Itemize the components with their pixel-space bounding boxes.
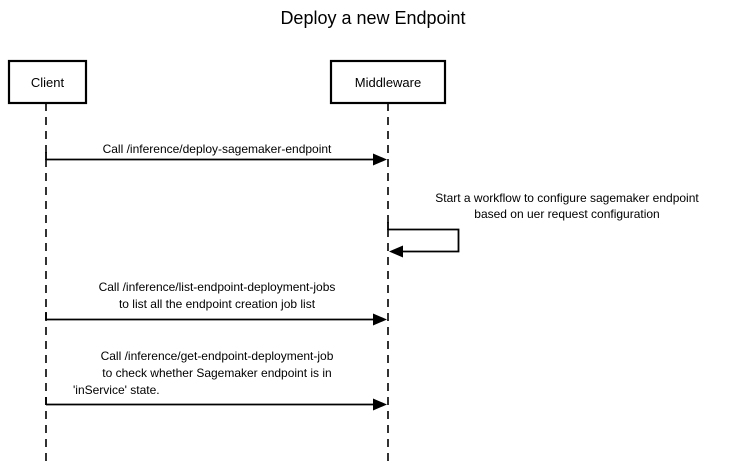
message-label-line-3: 'inService' state. xyxy=(73,383,160,397)
message-label-line-1: Call /inference/list-endpoint-deployment… xyxy=(99,280,336,294)
participant-middleware[interactable]: Middleware xyxy=(329,59,447,105)
message-start-workflow-self-call[interactable]: Start a workflow to configure sagemaker … xyxy=(387,191,699,258)
message-label-line-1: Call /inference/deploy-sagemaker-endpoin… xyxy=(103,142,332,156)
participant-label-client: Client xyxy=(31,75,65,90)
message-get-endpoint-deployment-job[interactable]: Call /inference/get-endpoint-deployment-… xyxy=(45,349,387,411)
arrow-head-icon xyxy=(373,398,387,411)
self-call-arrow-head-icon xyxy=(389,245,403,258)
participant-box-middleware[interactable] xyxy=(329,59,447,105)
message-label-line-2: to list all the endpoint creation job li… xyxy=(119,297,316,311)
participant-box-client[interactable] xyxy=(7,59,88,105)
arrow-head-icon xyxy=(373,313,387,326)
message-label-line-2: to check whether Sagemaker endpoint is i… xyxy=(102,366,331,380)
self-call-label-line-2: based on uer request configuration xyxy=(474,207,659,221)
arrow-head-icon xyxy=(373,153,387,166)
message-list-endpoint-deployment-jobs[interactable]: Call /inference/list-endpoint-deployment… xyxy=(45,280,387,326)
self-call-label-line-1: Start a workflow to configure sagemaker … xyxy=(435,191,699,205)
page-title: Deploy a new Endpoint xyxy=(280,8,465,28)
message-label-line-1: Call /inference/get-endpoint-deployment-… xyxy=(101,349,334,363)
self-call-loop-path[interactable] xyxy=(388,228,460,253)
participant-label-middleware: Middleware xyxy=(355,75,421,90)
participant-client[interactable]: Client xyxy=(7,59,88,105)
message-deploy-sagemaker-endpoint[interactable]: Call /inference/deploy-sagemaker-endpoin… xyxy=(45,142,387,166)
